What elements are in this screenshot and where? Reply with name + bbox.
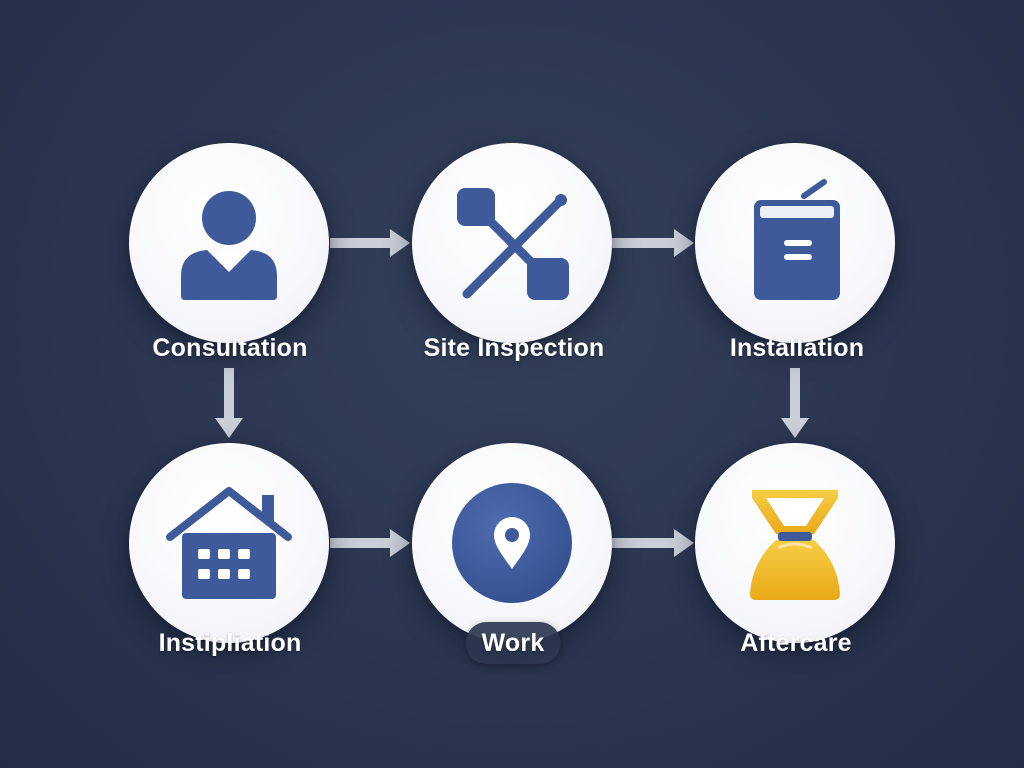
step-label-site-inspection: Site Inspection: [423, 334, 605, 362]
arrow-consultation-to-instipliation: [215, 368, 243, 438]
step-label-consultation: Consultation: [152, 334, 308, 362]
step-consultation-node: [129, 143, 329, 343]
step-site-inspection-node: [412, 143, 612, 343]
step-aftercare-node: [695, 443, 895, 643]
step-installation-node: [695, 143, 895, 343]
location-pin-icon: [452, 483, 572, 603]
step-label-aftercare: Aftercare: [740, 629, 852, 657]
step-label-installation: Installation: [729, 334, 865, 362]
clipboard-icon: [754, 179, 840, 300]
step-work-node: [412, 443, 612, 643]
person-icon: [181, 191, 277, 300]
step-label-work: Work: [465, 622, 561, 664]
hourglass-icon: [750, 490, 840, 600]
step-label-instipliation: Instipliation: [158, 629, 302, 657]
arrow-installation-to-aftercare: [781, 368, 809, 438]
arrow-work-to-aftercare: [612, 529, 694, 557]
step-instipliation-node: [129, 443, 329, 643]
arrow-instipliation-to-work: [330, 529, 410, 557]
arrow-site-inspection-to-installation: [612, 229, 694, 257]
arrow-consultation-to-site-inspection: [330, 229, 410, 257]
house-icon: [166, 487, 292, 599]
crossed-nodes-icon: [457, 188, 569, 300]
